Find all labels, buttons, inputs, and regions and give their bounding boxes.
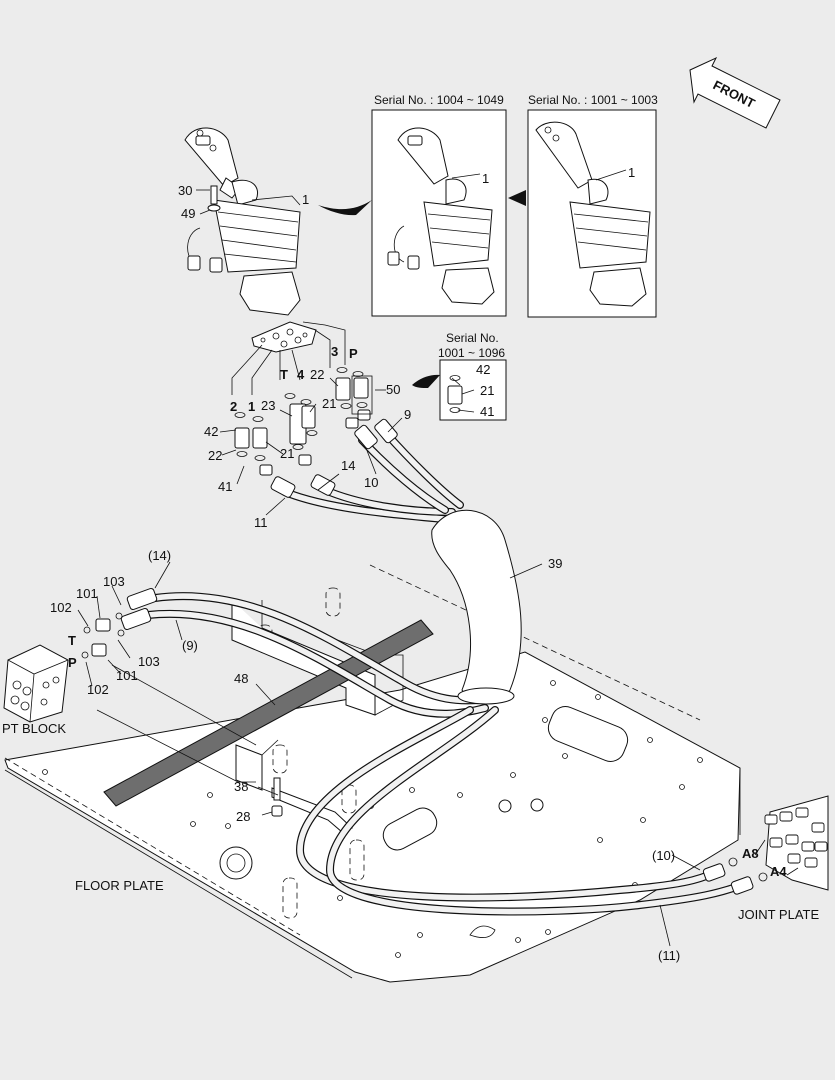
callout-48: 48 [234,671,248,686]
callout-21-a: 21 [322,396,336,411]
pilot-lines [231,321,346,395]
callout-22-b: 22 [208,448,222,463]
inset-arrow-b [508,190,526,206]
serial-label-a: Serial No. : 1004 ~ 1049 [374,93,504,107]
callout-9p: (9) [182,638,198,653]
callout-49: 49 [181,206,195,221]
callout-21-b: 21 [280,446,294,461]
port-4: 4 [297,367,305,382]
callout-1-inset-a: 1 [482,171,489,186]
valve-fittings [234,367,373,461]
joystick-main [184,127,301,316]
callout-41-a: 41 [218,479,232,494]
serial-label-c1: Serial No. [446,331,499,345]
callout-21-c: 21 [480,383,494,398]
callout-10: 10 [364,475,378,490]
callout-9: 9 [404,407,411,422]
bolt-30 [207,185,221,212]
callout-38: 38 [234,779,248,794]
upper-hose-fittings [259,409,398,498]
port-3: 3 [331,344,338,359]
callout-11p: (11) [658,948,680,963]
callout-102-b: 102 [87,682,109,697]
callout-42-b: 42 [476,362,490,377]
callout-1-main: 1 [302,192,309,207]
port-a4: A4 [770,864,787,879]
port-2: 2 [230,399,237,414]
callout-101-a: 101 [76,586,98,601]
callout-11: 11 [254,515,268,530]
callout-42-a: 42 [204,424,218,439]
labels: Serial No. : 1004 ~ 1049 Serial No. : 10… [2,77,819,963]
callout-30: 30 [178,183,192,198]
valve-mount-plate [251,321,317,353]
port-p: P [349,346,358,361]
callout-103-b: 103 [138,654,160,669]
callout-50: 50 [386,382,400,397]
strip-48 [103,619,434,807]
pt-block-label: PT BLOCK [2,721,66,736]
port-a8: A8 [742,846,759,861]
callout-39: 39 [548,556,562,571]
callout-103-a: 103 [103,574,125,589]
leader-lines [77,169,799,947]
inset-arrow-a [318,200,372,216]
callout-23: 23 [261,398,275,413]
callout-102-a: 102 [50,600,72,615]
hose-bundle [144,428,746,916]
pt-port-t: T [68,633,76,648]
callout-10p: (10) [652,848,675,863]
hose-boot-39 [431,509,522,702]
joint-plate [702,795,829,895]
callout-101-b: 101 [116,668,138,683]
floor-studs [257,587,365,919]
serial-label-c2: 1001 ~ 1096 [438,346,505,360]
inset-arrow-c [412,374,440,388]
callout-22-a: 22 [310,367,324,382]
callout-28: 28 [236,809,250,824]
floor-plate [4,564,741,983]
port-1: 1 [248,399,255,414]
callout-41-b: 41 [480,404,494,419]
pt-port-p: P [68,655,77,670]
pt-block [3,644,69,723]
pt-hose-fittings [81,587,158,659]
floor-plate-label: FLOOR PLATE [75,878,164,893]
inset-frame-b [527,109,657,318]
callout-14: 14 [341,458,355,473]
joint-plate-label: JOINT PLATE [738,907,819,922]
inset-frame-a [371,109,507,317]
port-t: T [280,367,288,382]
bolt-28 [271,777,283,817]
callout-1-inset-b: 1 [628,165,635,180]
callout-14p: (14) [148,548,171,563]
serial-label-b: Serial No. : 1001 ~ 1003 [528,93,658,107]
floor-holes [42,680,703,958]
front-arrow [689,56,781,129]
